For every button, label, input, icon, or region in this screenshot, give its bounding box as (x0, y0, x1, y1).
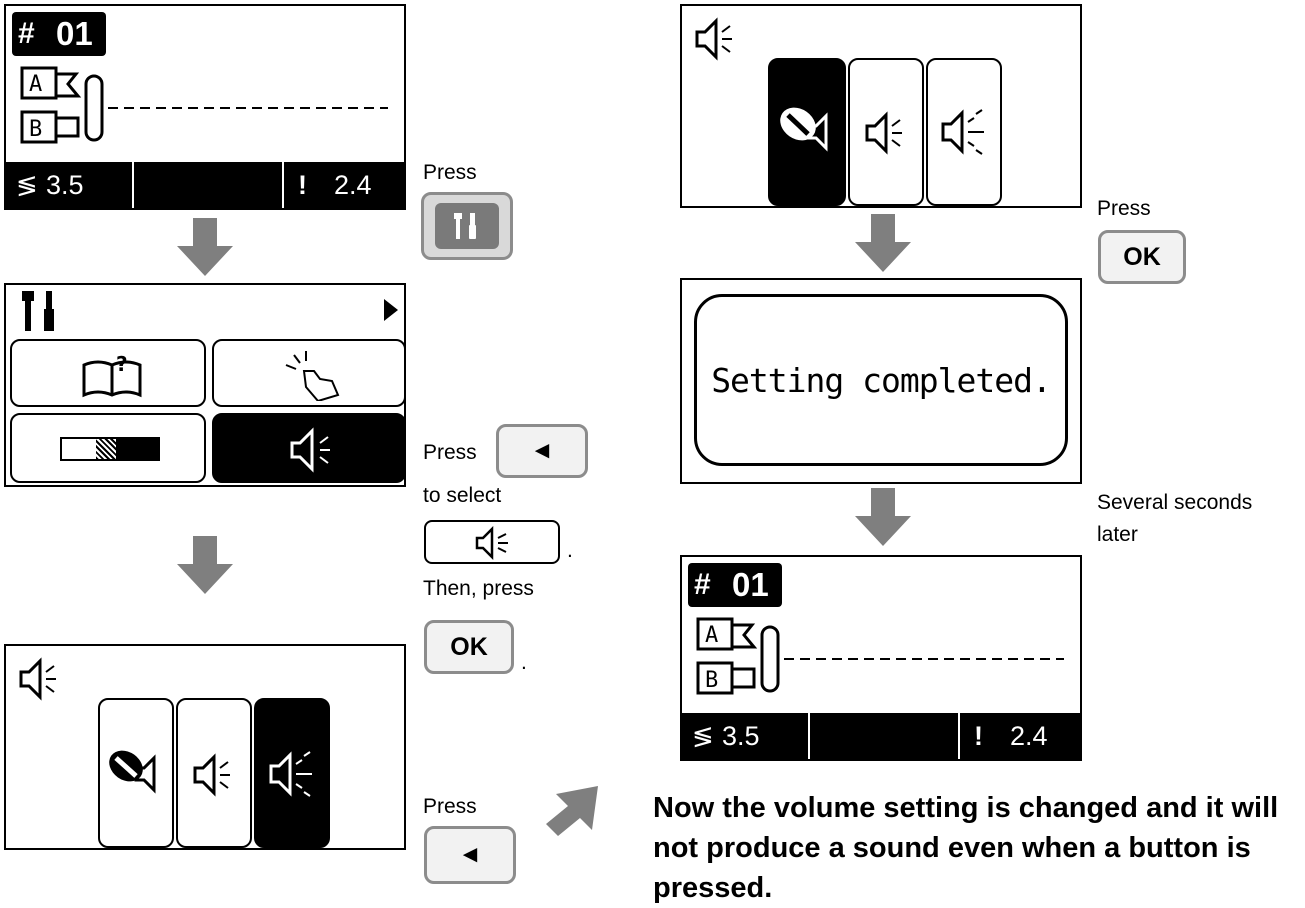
grid-icon: # (18, 17, 35, 50)
message-text: Setting completed. (711, 360, 1052, 400)
speaker-high-icon (941, 109, 984, 155)
instruction-press-2: Press (423, 441, 477, 464)
brightness-icon (60, 437, 160, 461)
foot-b-label: B (29, 117, 42, 142)
ok-key-1[interactable]: OK (424, 620, 514, 674)
pattern-number: 01 (732, 566, 769, 603)
help-book-icon: ? (82, 352, 142, 398)
speaker-high-icon (269, 751, 312, 797)
result-description: Now the volume setting is changed and it… (653, 792, 1279, 904)
width-value: 3.5 (722, 721, 760, 751)
down-arrow-icon (855, 214, 911, 272)
message-frame: Setting completed. (694, 294, 1068, 466)
wrench-screwdriver-icon (22, 291, 54, 331)
presser-foot-indicator: A B (20, 66, 388, 144)
stitch-length-icon: ! (298, 170, 307, 200)
instruction-press-1: Press (423, 161, 477, 184)
period-2: . (521, 651, 527, 674)
speaker-low-icon (865, 111, 902, 155)
instruction-later: later (1097, 523, 1138, 546)
volume-option-low[interactable] (848, 58, 924, 206)
pattern-number-badge: # 01 (688, 563, 782, 607)
volume-screen-mute (680, 4, 1082, 208)
instruction-press-4: Press (1097, 197, 1151, 220)
speaker-icon (475, 526, 508, 560)
diagonal-arrow-icon (546, 786, 598, 836)
ok-label-2: OK (1123, 242, 1161, 271)
wrench-screwdriver-icon (454, 213, 476, 239)
tile-brightness[interactable] (10, 413, 206, 483)
volume-option-high[interactable] (926, 58, 1002, 206)
width-value: 3.5 (46, 170, 84, 200)
ok-label-1: OK (450, 632, 488, 661)
length-value: 2.4 (334, 170, 372, 200)
speaker-icon (290, 427, 330, 473)
tile-sound-selected[interactable] (212, 413, 404, 483)
left-key[interactable]: ◄ (496, 424, 588, 478)
status-bar: ≶ 3.5 ! 2.4 (6, 162, 404, 208)
volume-option-mute[interactable] (98, 698, 174, 848)
down-arrow-icon (177, 218, 233, 276)
speaker-low-icon (193, 753, 230, 797)
grid-icon: # (694, 568, 711, 601)
stitch-screen: # 01 A B ≶ 3.5 ! 2.4 (4, 4, 406, 210)
volume-option-mute-selected[interactable] (768, 58, 846, 206)
foot-a-label: A (29, 72, 42, 97)
status-bar: ≶ 3.5 ! 2.4 (682, 713, 1080, 759)
period-1: . (567, 539, 573, 562)
settings-key-face (435, 203, 499, 249)
length-value: 2.4 (1010, 721, 1048, 751)
stitch-length-icon: ! (974, 721, 983, 751)
tile-touch-panel[interactable] (212, 339, 404, 407)
volume-option-high-selected[interactable] (254, 698, 330, 848)
settings-key[interactable] (421, 192, 513, 260)
instruction-to-select: to select (423, 484, 502, 507)
stitch-width-icon: ≶ (692, 721, 714, 751)
left-arrow-glyph-2: ◄ (458, 841, 482, 868)
presser-foot-indicator: A B (696, 617, 1064, 695)
touch-panel-icon (285, 351, 340, 401)
pattern-number-badge: # 01 (12, 12, 106, 56)
foot-b-label: B (705, 668, 718, 693)
mute-speaker-icon (109, 750, 156, 794)
speaker-icon (695, 17, 732, 61)
page-right-arrow-icon[interactable] (384, 299, 398, 321)
settings-screen: ? (4, 283, 406, 487)
volume-screen-high (4, 644, 406, 850)
mute-speaker-icon (780, 107, 828, 152)
instruction-then-press: Then, press (423, 577, 534, 600)
down-arrow-icon (177, 536, 233, 594)
left-arrow-glyph: ◄ (530, 437, 554, 464)
down-arrow-icon (855, 488, 911, 546)
stitch-width-icon: ≶ (16, 170, 38, 200)
volume-option-low[interactable] (176, 698, 252, 848)
tile-help[interactable]: ? (10, 339, 206, 407)
left-key-2[interactable]: ◄ (424, 826, 516, 884)
sound-tile-reference (424, 520, 560, 564)
pattern-number: 01 (56, 15, 93, 52)
instruction-several-seconds: Several seconds (1097, 491, 1253, 514)
message-screen: Setting completed. (680, 278, 1082, 484)
ok-key-2[interactable]: OK (1098, 230, 1186, 284)
foot-a-label: A (705, 623, 718, 648)
speaker-icon (19, 657, 56, 701)
stitch-screen-final: # 01 A B ≶ 3.5 ! 2.4 (680, 555, 1082, 761)
instruction-press-3: Press (423, 795, 477, 818)
svg-text:?: ? (116, 352, 128, 376)
